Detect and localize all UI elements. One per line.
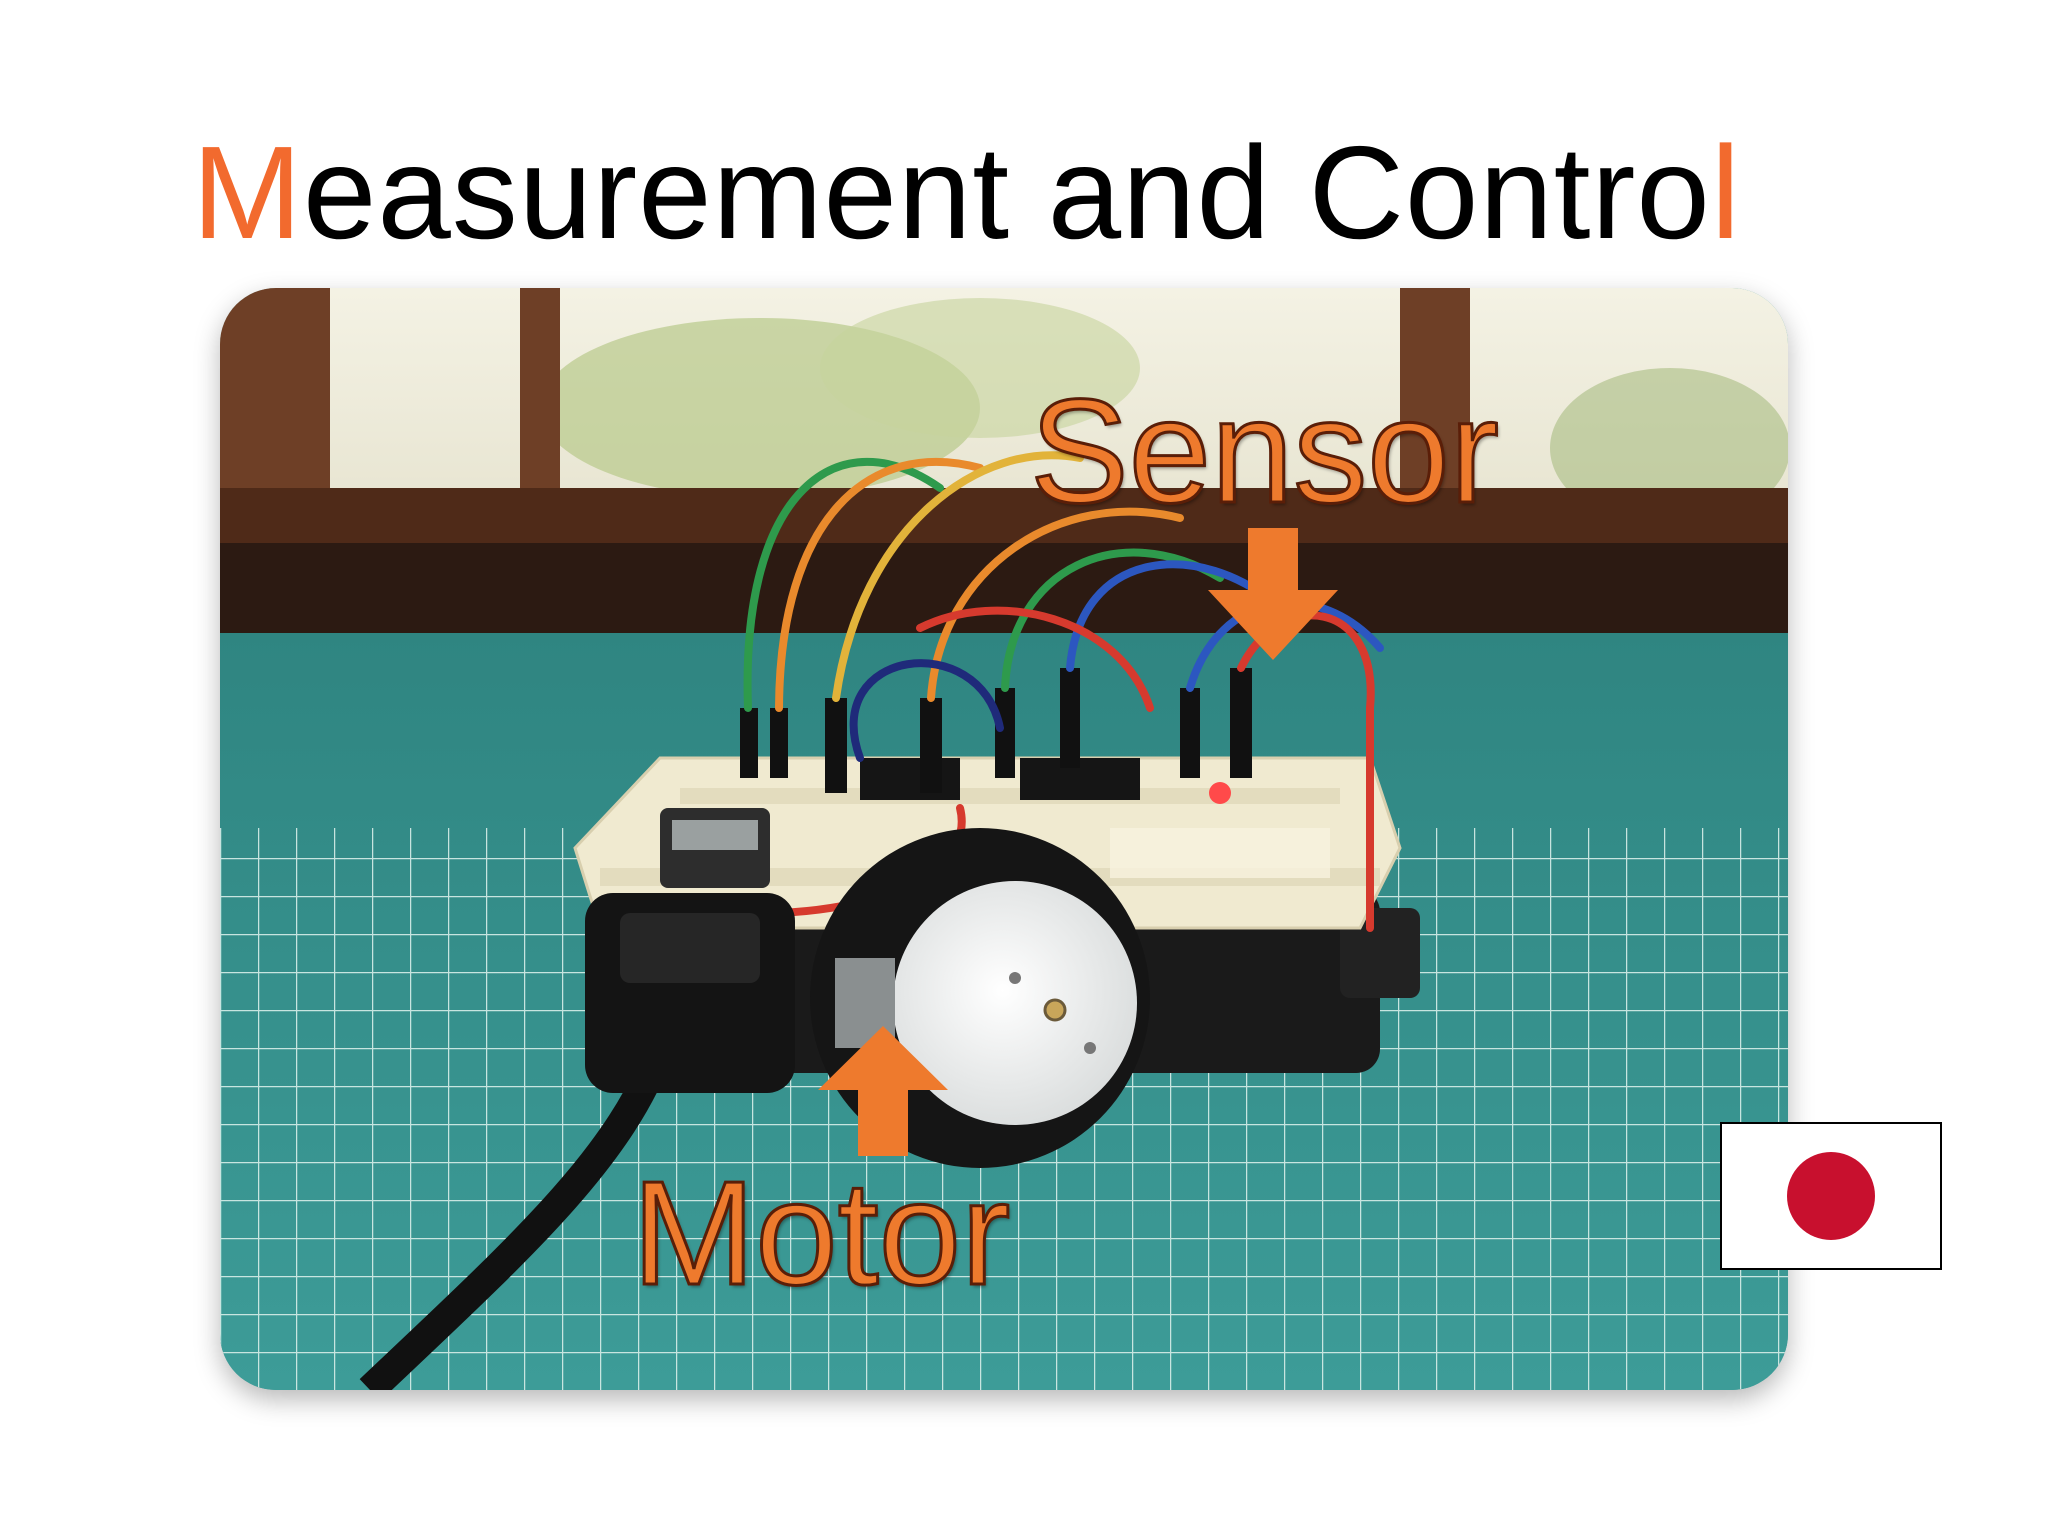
- robot-car-photo: [220, 288, 1788, 1390]
- wheel-hub: [893, 881, 1137, 1125]
- title-accent-last-letter: l: [1710, 119, 1742, 266]
- title-accent-first-letter: M: [192, 119, 303, 266]
- motor-label: Motor: [630, 1151, 1011, 1316]
- japan-flag-icon: [1720, 1122, 1942, 1270]
- red-led: [1209, 782, 1231, 804]
- window-sill: [220, 488, 1788, 543]
- title-middle-text: easurement and Contro: [302, 119, 1711, 266]
- motor-arrow-icon: [818, 1026, 948, 1156]
- flag-red-disc: [1787, 1152, 1875, 1240]
- ic-chip-left: [860, 758, 960, 800]
- slide-title: Measurement and Control: [192, 120, 1741, 265]
- sensor-label: Sensor: [1029, 369, 1501, 534]
- robot-car-illustration: [220, 288, 1788, 1390]
- sensor-arrow-icon: [1208, 528, 1338, 660]
